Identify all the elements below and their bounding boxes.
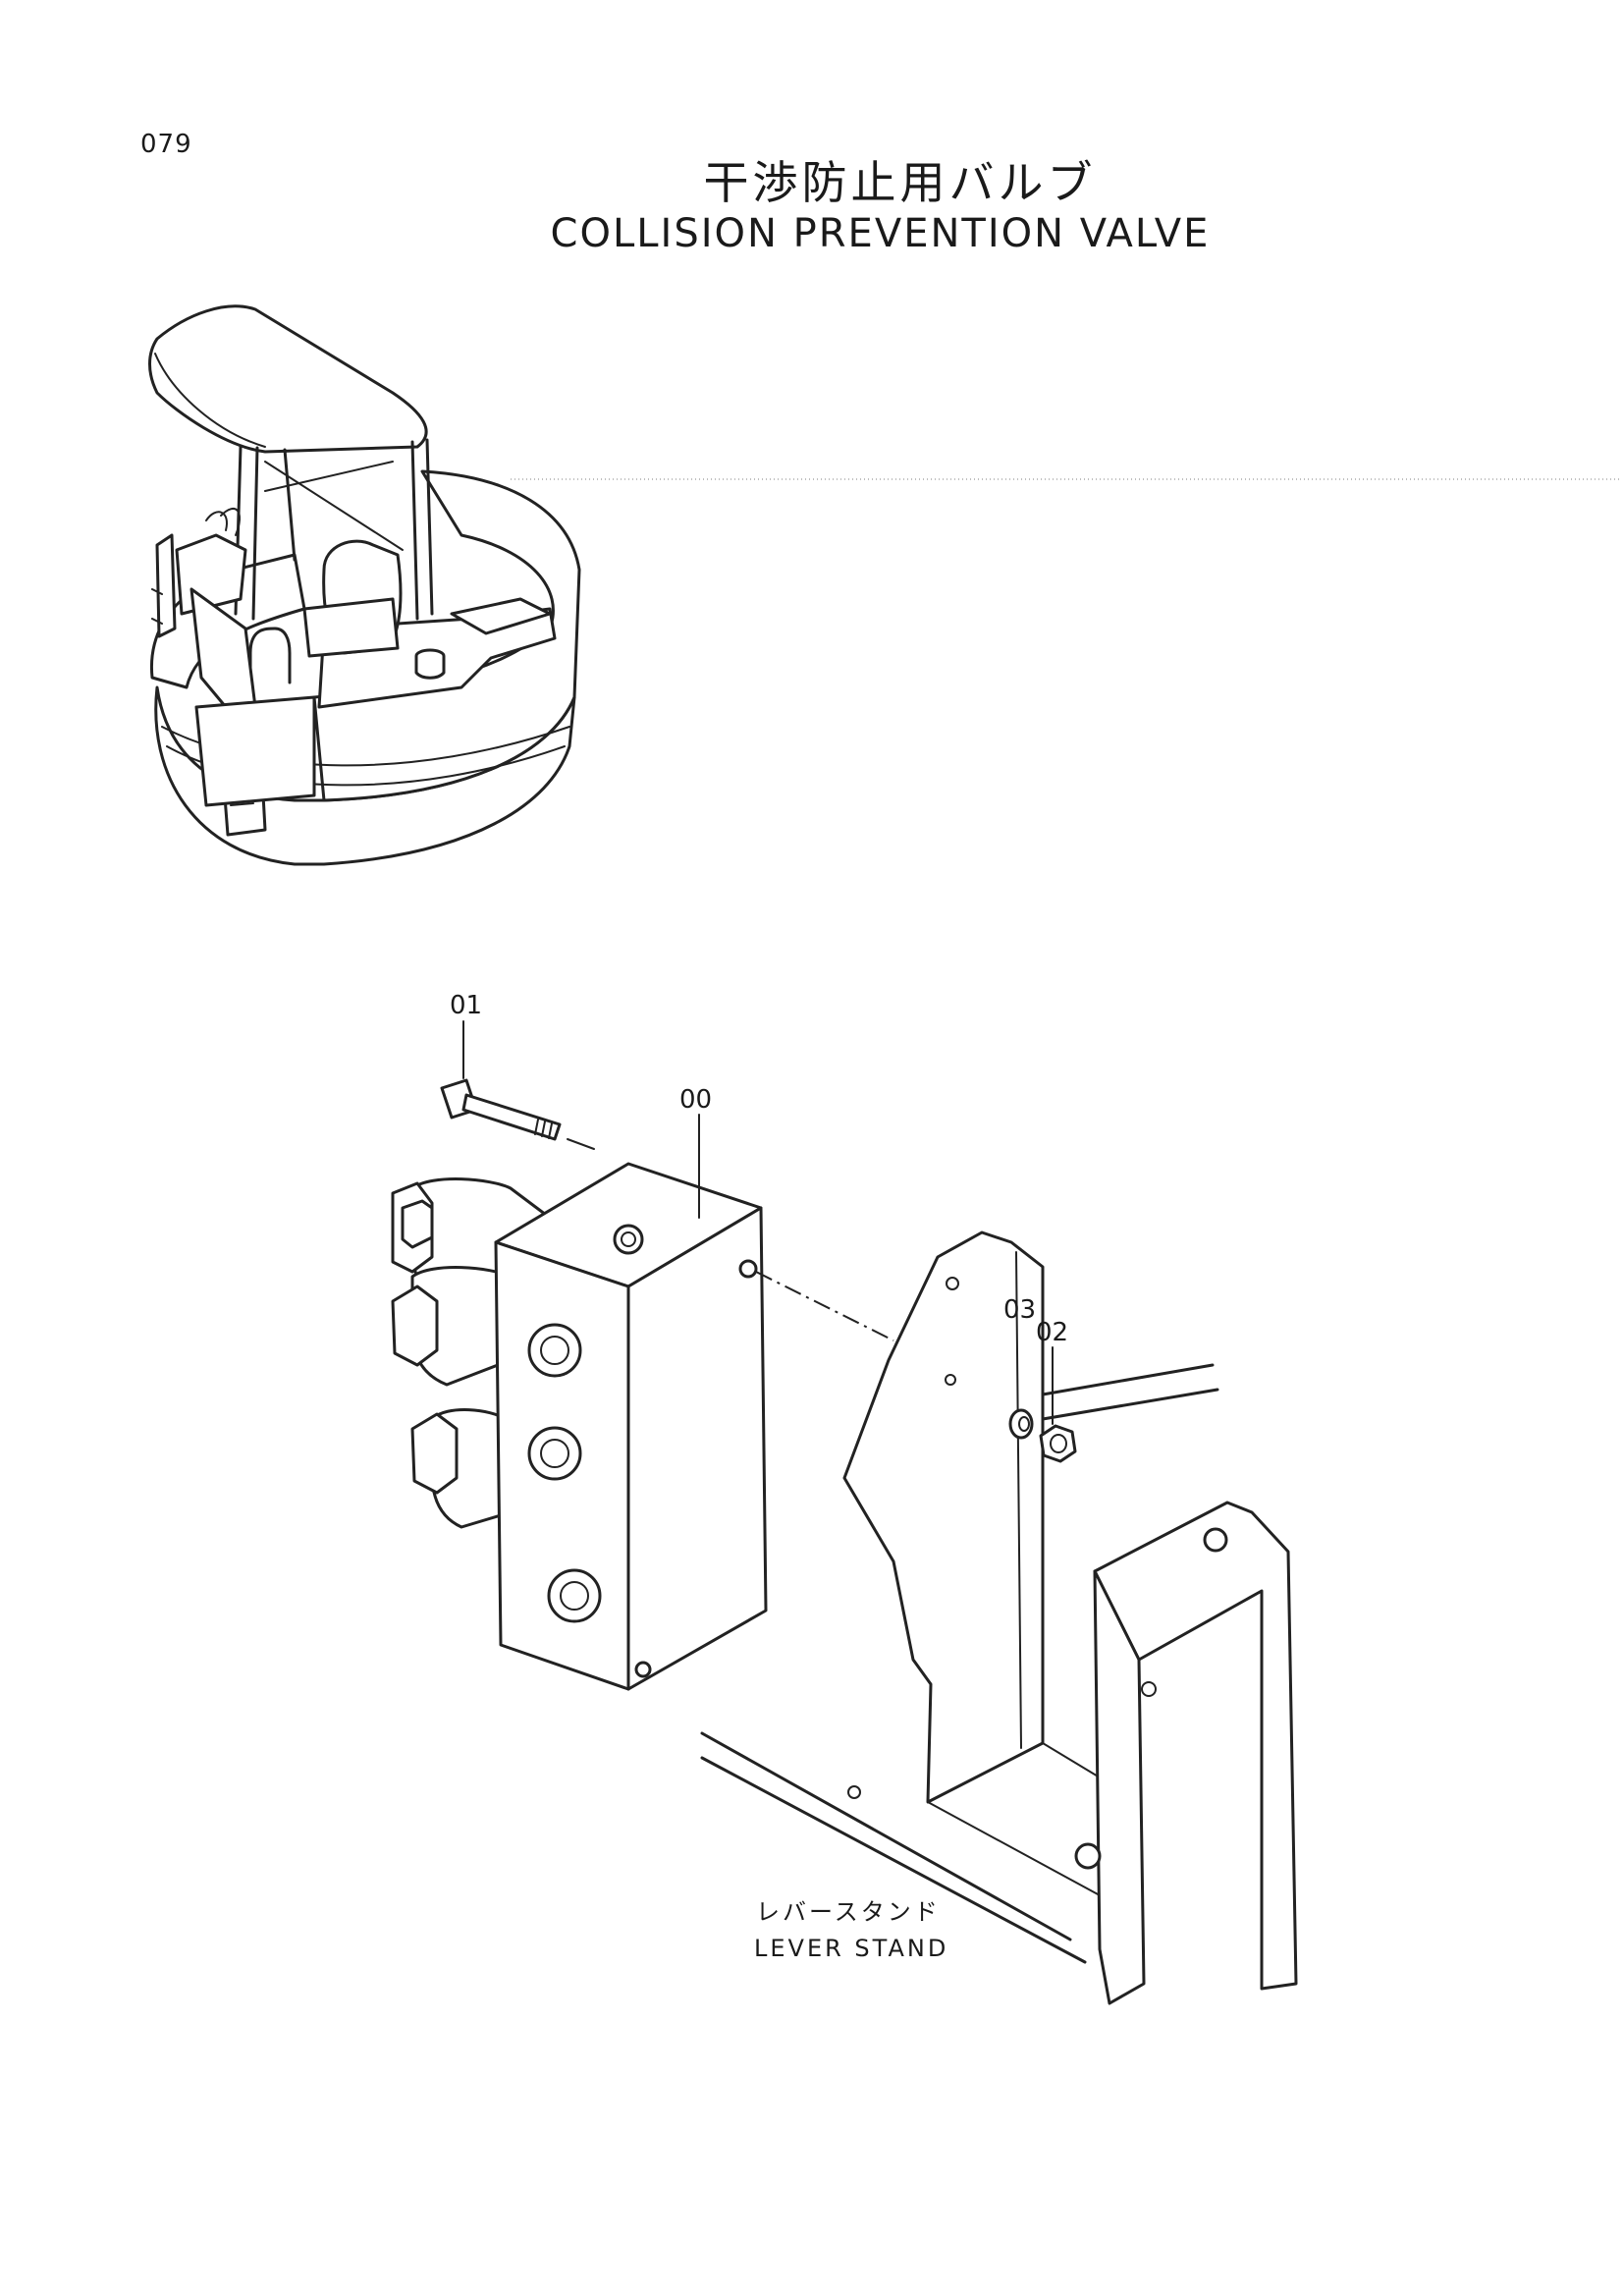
solenoid-coil-middle xyxy=(391,1266,513,1387)
nut-02 xyxy=(1039,1424,1077,1463)
valve-block-side-face xyxy=(626,1206,768,1691)
port-middle xyxy=(527,1426,582,1481)
lever-stand-label-jp: レバースタンド xyxy=(756,1898,941,1926)
lever-stand-label-en: LEVER STAND xyxy=(754,1935,948,1962)
mount-axis-line xyxy=(755,1271,894,1341)
valve-assembly xyxy=(391,1020,1054,1691)
port-lower xyxy=(547,1568,602,1623)
port-upper xyxy=(527,1323,582,1378)
lever-stand xyxy=(700,1230,1298,2005)
callout-02: 02 xyxy=(1036,1318,1068,1347)
solenoid-coil-lower xyxy=(410,1408,513,1529)
port-top xyxy=(613,1224,644,1255)
callout-03: 03 xyxy=(1003,1295,1036,1325)
bolt-01 xyxy=(440,1078,562,1141)
washer-03 xyxy=(1008,1408,1034,1440)
callout-00: 00 xyxy=(679,1085,712,1115)
page-number: 079 xyxy=(140,130,192,159)
title-japanese: 干渉防止用バルブ xyxy=(703,156,1097,209)
title-english: COLLISION PREVENTION VALVE xyxy=(550,211,1211,256)
callout-01: 01 xyxy=(450,991,482,1020)
machine-overview-illustration xyxy=(148,304,581,866)
